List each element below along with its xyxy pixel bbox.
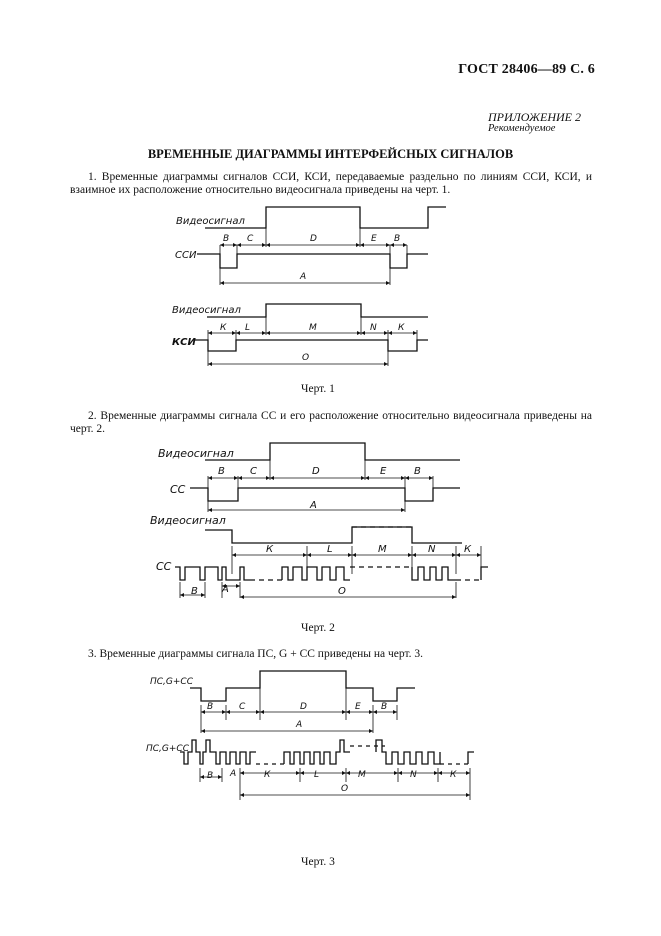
fig1-ksi-waveform (195, 339, 428, 352)
fig2-label-l: L (327, 544, 333, 555)
paragraph-1: 1. Временные диаграммы сигналов ССИ, КСИ… (70, 171, 592, 196)
fig3-label-b3: В (207, 771, 213, 781)
fig2-ss-serrated-waveform (175, 566, 250, 581)
fig2-label-b3: В (191, 586, 198, 597)
fig3-label-n: N (410, 770, 417, 780)
fig1-label-o: О (302, 353, 309, 363)
figure-2-caption: Черт. 2 (301, 622, 335, 634)
fig3-label-c: С (239, 702, 246, 712)
fig3-label-o: О (341, 784, 348, 794)
fig2-label-c: С (250, 466, 257, 477)
fig3-label-m: М (358, 770, 366, 780)
fig3-label-b2: В (381, 702, 387, 712)
fig1-label-n: N (370, 323, 377, 333)
fig2-label-ss: СС (170, 483, 186, 496)
fig2-label-b2: В (414, 466, 421, 477)
fig3-label-b1: В (207, 702, 213, 712)
fig3-label-a: А (295, 720, 302, 730)
fig2-label-video2: Видеосигнал (150, 514, 226, 527)
fig1-label-b2: В (394, 234, 400, 244)
fig2-label-n: N (428, 544, 436, 555)
fig3-label-a2: А (229, 769, 236, 779)
fig2-label-o: О (338, 586, 346, 597)
figure-3 (180, 670, 474, 800)
fig3-label-psgss2: ПС,G+СС (146, 744, 190, 754)
fig1-label-d: D (310, 234, 317, 244)
fig1-label-e: Е (371, 234, 377, 244)
fig1-label-k2: К (398, 323, 405, 333)
fig3-psgss-serrated-waveform (180, 739, 256, 765)
fig3-label-d: D (300, 702, 307, 712)
fig2-label-m: М (378, 544, 387, 555)
fig1-video2-waveform (207, 303, 428, 318)
fig1-label-b1: В (223, 234, 229, 244)
fig2-label-k1: К (266, 544, 274, 555)
fig2-label-k2: К (464, 544, 472, 555)
appendix-note: Рекомендуемое (488, 123, 556, 134)
fig1-label-m: М (309, 323, 317, 333)
page-header: ГОСТ 28406—89 С. 6 (458, 62, 595, 77)
fig2-label-b1: В (218, 466, 225, 477)
fig3-label-psgss: ПС,G+СС (150, 677, 194, 687)
fig2-label-a: А (309, 500, 317, 511)
fig3-label-l: L (314, 770, 319, 780)
fig1-ssi-waveform (197, 253, 428, 269)
appendix-title: ПРИЛОЖЕНИЕ 2 (488, 110, 581, 124)
fig2-label-d: D (312, 466, 320, 477)
figure-3-caption: Черт. 3 (301, 856, 335, 868)
fig1-label-k1: К (220, 323, 227, 333)
fig1-label-c: С (247, 234, 254, 244)
fig1-label-ssi: ССИ (175, 250, 197, 261)
fig1-label-video: Видеосигнал (176, 216, 245, 227)
fig2-ss-waveform (190, 487, 460, 502)
paragraph-3: 3. Временные диаграммы сигнала ПС, G + С… (88, 648, 424, 660)
paragraph-2: 2. Временные диаграммы сигнала СС и его … (70, 410, 592, 435)
fig1-label-a: А (299, 272, 306, 282)
document-title: ВРЕМЕННЫЕ ДИАГРАММЫ ИНТЕРФЕЙСНЫХ СИГНАЛО… (147, 147, 514, 161)
fig1-label-video2: Видеосигнал (172, 305, 241, 316)
fig2-label-e: Е (380, 466, 387, 477)
fig1-video-waveform (205, 206, 446, 229)
fig2-label-a2: А (221, 584, 229, 595)
fig2-label-ss2: СС (156, 560, 172, 573)
fig1-label-l: L (245, 323, 250, 333)
figure-1 (195, 206, 446, 366)
fig2-video2-waveform (205, 526, 462, 544)
fig2-label-video: Видеосигнал (158, 447, 234, 460)
fig3-label-e: Е (355, 702, 361, 712)
fig2-video-waveform (205, 442, 460, 461)
fig3-label-k2: К (450, 770, 457, 780)
figure-1-caption: Черт. 1 (301, 383, 335, 395)
fig3-label-k1: К (264, 770, 271, 780)
fig3-psgss-waveform (190, 670, 415, 702)
figure-2 (175, 442, 488, 599)
fig1-label-ksi: КСИ (172, 337, 197, 348)
